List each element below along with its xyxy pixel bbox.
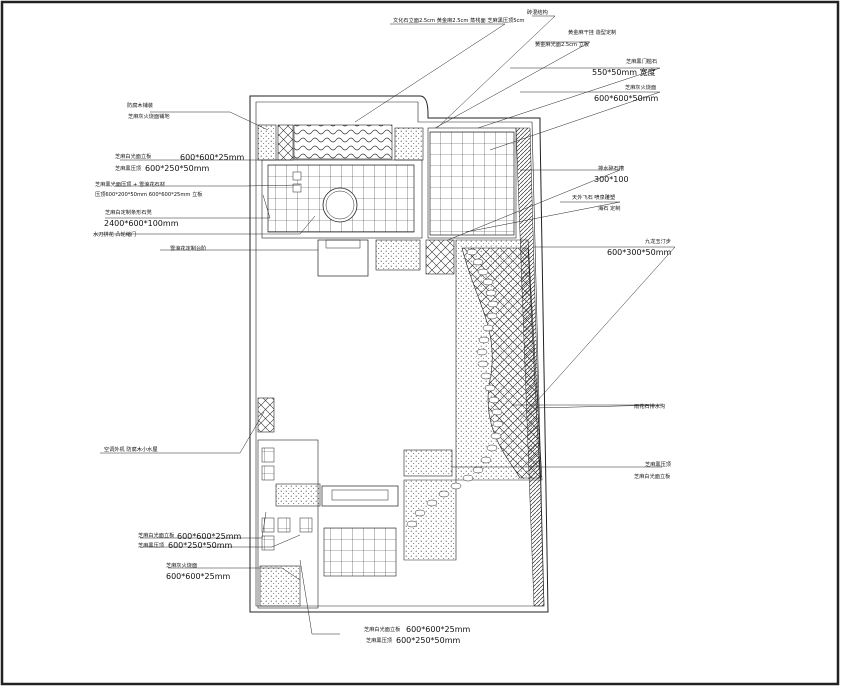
lower-grey-bed (259, 565, 301, 607)
label-top-center: 砖混结构 (527, 8, 548, 16)
label-plant-2: 压顶600*200*50mm 600*600*25mm 立板 (95, 190, 203, 198)
label-threshold-value: 550*50mm 宽度 (592, 67, 656, 77)
label-fountain-2: 海石 定制 (598, 204, 620, 212)
label-white-face-value: 600*600*25mm (180, 153, 245, 162)
label-threshold-title: 芝麻黑门槛石 (626, 57, 657, 65)
label-grey-title: 芝麻灰火烧面 (625, 83, 656, 91)
ac-unit (257, 397, 275, 433)
wood-block (277, 124, 294, 161)
label-gold-face: 黄金麻光面2.5cm 立板 (535, 40, 590, 48)
label-bl-black-value: 600*250*50mm (168, 541, 233, 550)
steps (317, 239, 369, 277)
site-boundary-inner (255, 101, 545, 607)
lower-tiles (323, 527, 397, 577)
label-bl-white-title: 芝麻白光面立板 (138, 531, 175, 539)
bench-frame (321, 485, 399, 507)
round-table (322, 187, 358, 223)
lower-dots-bed (275, 483, 321, 507)
label-gold-pillar: 黄金麻干挂 造型定制 (568, 28, 616, 36)
corner-block-right (394, 127, 424, 161)
corner-block-left (257, 124, 277, 161)
drain-box (375, 239, 421, 271)
planter-sw (403, 449, 453, 477)
label-steps: 雪浪花定制台阶 (170, 244, 207, 252)
terrace-frame (261, 159, 423, 239)
stool-1 (292, 171, 302, 181)
label-ac-unit: 空调外机 防腐木小水屋 (104, 445, 158, 453)
lower-blocks (261, 447, 313, 551)
annotation-labels: 砖混结构 文化石立面2.5cm 黄金麻2.5cm 蒸栈面 芝麻黑压顶5cm 黄金… (93, 8, 672, 645)
label-white-face-right: 芝麻白光面立板 (634, 472, 671, 480)
stool-2 (292, 183, 302, 193)
label-bottom-black-value: 600*250*50mm (396, 636, 461, 645)
label-stone-line: 文化石立面2.5cm 黄金麻2.5cm 蒸栈面 芝麻黑压顶5cm (393, 16, 524, 24)
fountain-base (425, 239, 455, 275)
label-bottom-white-title: 芝麻白光面立板 (364, 625, 401, 633)
label-wood-deck: 防腐木铺装 (127, 101, 153, 109)
site-boundary (249, 95, 549, 613)
label-bottom-black-title: 芝麻黑压顶 (366, 636, 392, 644)
label-water-pipe: 水刀拼花 凸轮缩门 (93, 230, 136, 238)
stepping-stones (406, 248, 504, 528)
grey-terrace-frame (427, 127, 517, 239)
label-grey-floor: 芝麻灰火烧面铺地 (128, 112, 170, 120)
label-waterscape: 雨花石排水沟 (634, 402, 665, 410)
label-bl-grey-title: 芝麻灰火烧面 (166, 561, 197, 569)
label-bl-black-title: 芝麻黑压顶 (138, 541, 164, 549)
label-bl-white-value: 600*600*25mm (177, 532, 242, 541)
label-drain-value: 300*100 (594, 175, 629, 184)
label-grey-value: 600*600*50mm (594, 94, 659, 103)
label-fountain-1: 天外飞石 喷泉雕塑 (572, 193, 615, 201)
label-drain-title: 排水碎石槽 (598, 164, 624, 172)
grey-terrace (429, 131, 515, 236)
label-bench-title: 芝麻白定制条形石凳 (105, 208, 152, 216)
stone-wall (293, 124, 393, 160)
label-bottom-white-value: 600*600*25mm (406, 625, 471, 634)
label-white-face-title: 芝麻白光面立板 (115, 152, 152, 160)
label-path-title: 九龙玉汀步 (645, 237, 671, 245)
label-black-press-title: 芝麻黑压顶 (115, 164, 141, 172)
label-path-value: 600*300*50mm (607, 248, 672, 257)
label-plant-1: 芝麻黑光面压顶 + 雪浪花石材 (95, 180, 165, 188)
leader-lines (95, 15, 676, 635)
planting-cross (461, 247, 541, 479)
label-bl-grey-value: 600*600*25mm (166, 572, 231, 581)
label-black-press-right: 芝麻黑压顶 (645, 460, 671, 468)
lower-corridor (257, 439, 319, 609)
label-black-press-value: 600*250*50mm (145, 164, 210, 173)
label-bench-value: 2400*600*100mm (104, 219, 179, 228)
